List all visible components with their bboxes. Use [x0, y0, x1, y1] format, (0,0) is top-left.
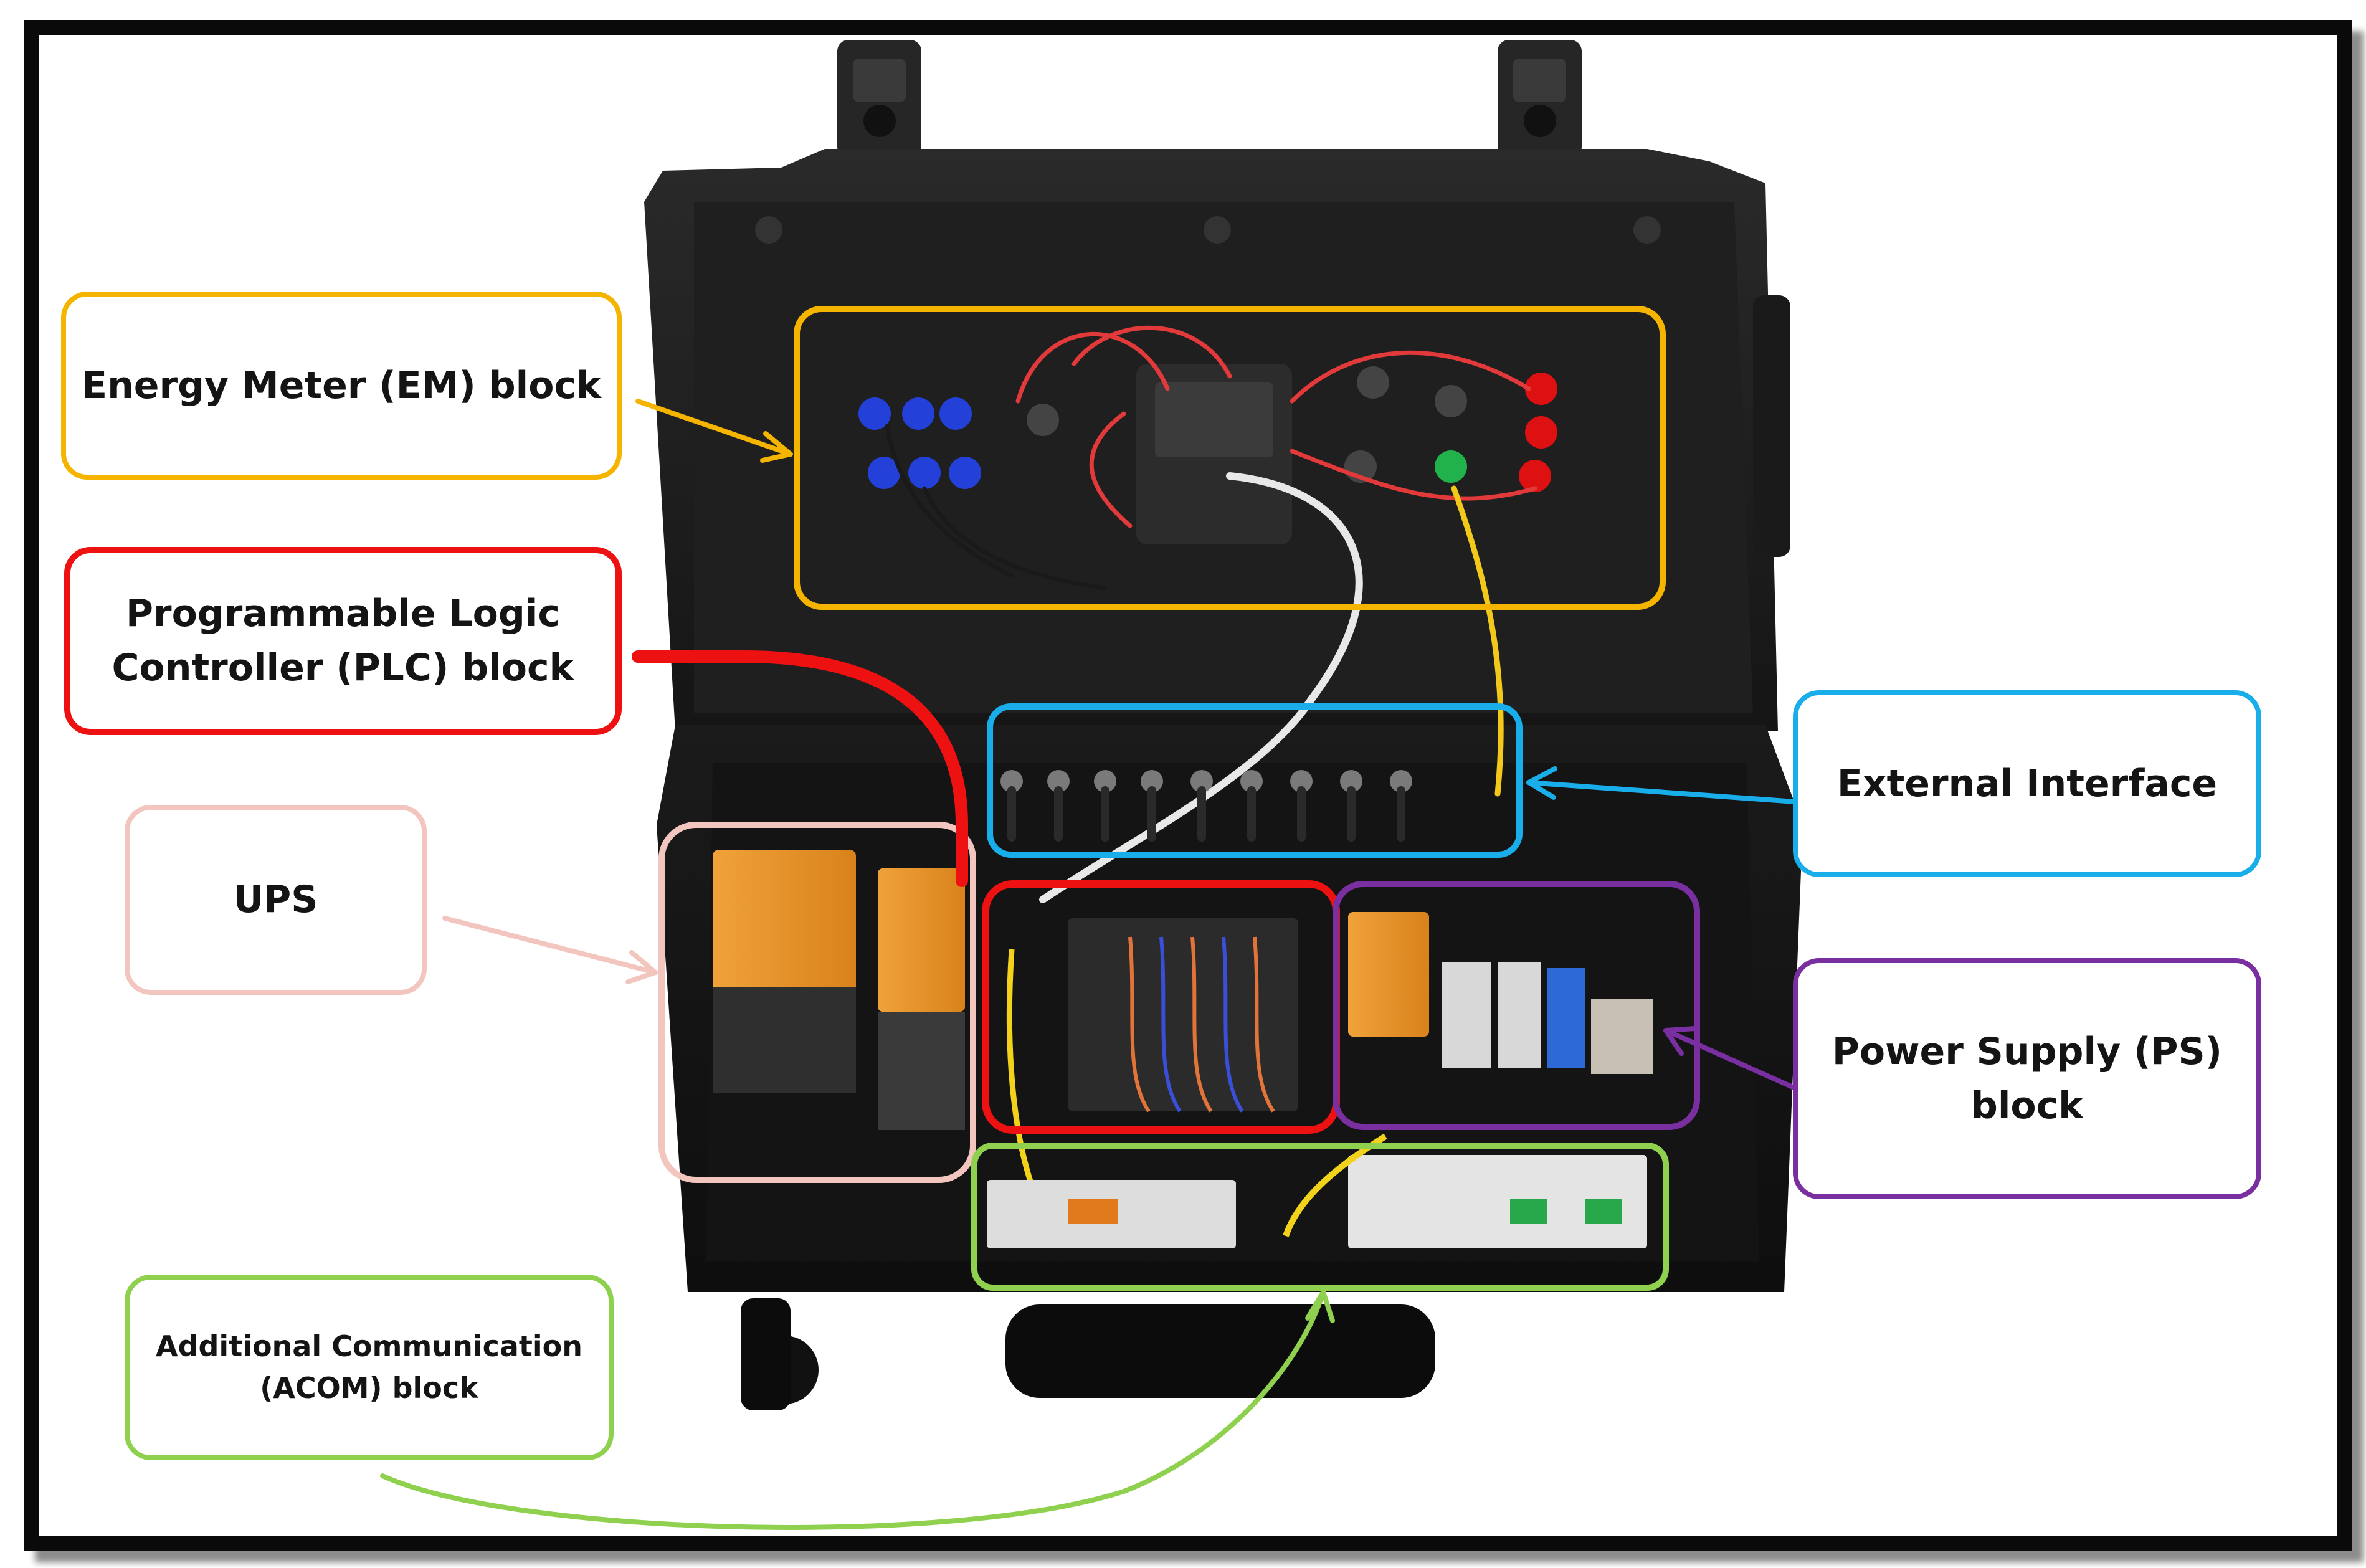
red-terminal-icons	[1027, 366, 1557, 492]
plc-modules	[1006, 918, 1298, 1200]
power-supply-label: Power Supply (PS) block	[1793, 958, 2261, 1199]
ups-label: UPS	[125, 805, 427, 995]
ps-arrow	[1663, 1028, 1815, 1098]
em-region-outline	[794, 306, 1666, 610]
plc-connector	[632, 650, 968, 887]
acom-arrow	[380, 1290, 1326, 1530]
external-interface-arrow	[1526, 780, 1815, 805]
acom-modules	[987, 1133, 1647, 1248]
acom-block-label: Additional Communication (ACOM) block	[125, 1275, 614, 1460]
case-latch-right	[1498, 40, 1582, 158]
external-interface-region-outline	[987, 703, 1523, 858]
ups-arrow	[442, 916, 658, 975]
external-interface-label: External Interface	[1793, 690, 2261, 877]
blue-terminal-icons	[858, 397, 981, 489]
ps-modules	[1348, 912, 1653, 1074]
external-interface-connectors	[1000, 770, 1412, 842]
em-arrow	[635, 399, 793, 457]
ups-region-outline	[658, 822, 976, 1183]
plc-block-label: Programmable Logic Controller (PLC) bloc…	[64, 547, 622, 735]
case-latch-left	[837, 40, 921, 158]
equipment-photo	[380, 40, 1815, 1530]
ps-region-outline	[1333, 881, 1700, 1130]
acom-region-outline	[971, 1143, 1669, 1291]
ups-modules	[713, 850, 965, 1130]
em-block-label: Energy Meter (EM) block	[61, 292, 622, 480]
em-components	[858, 325, 1557, 903]
